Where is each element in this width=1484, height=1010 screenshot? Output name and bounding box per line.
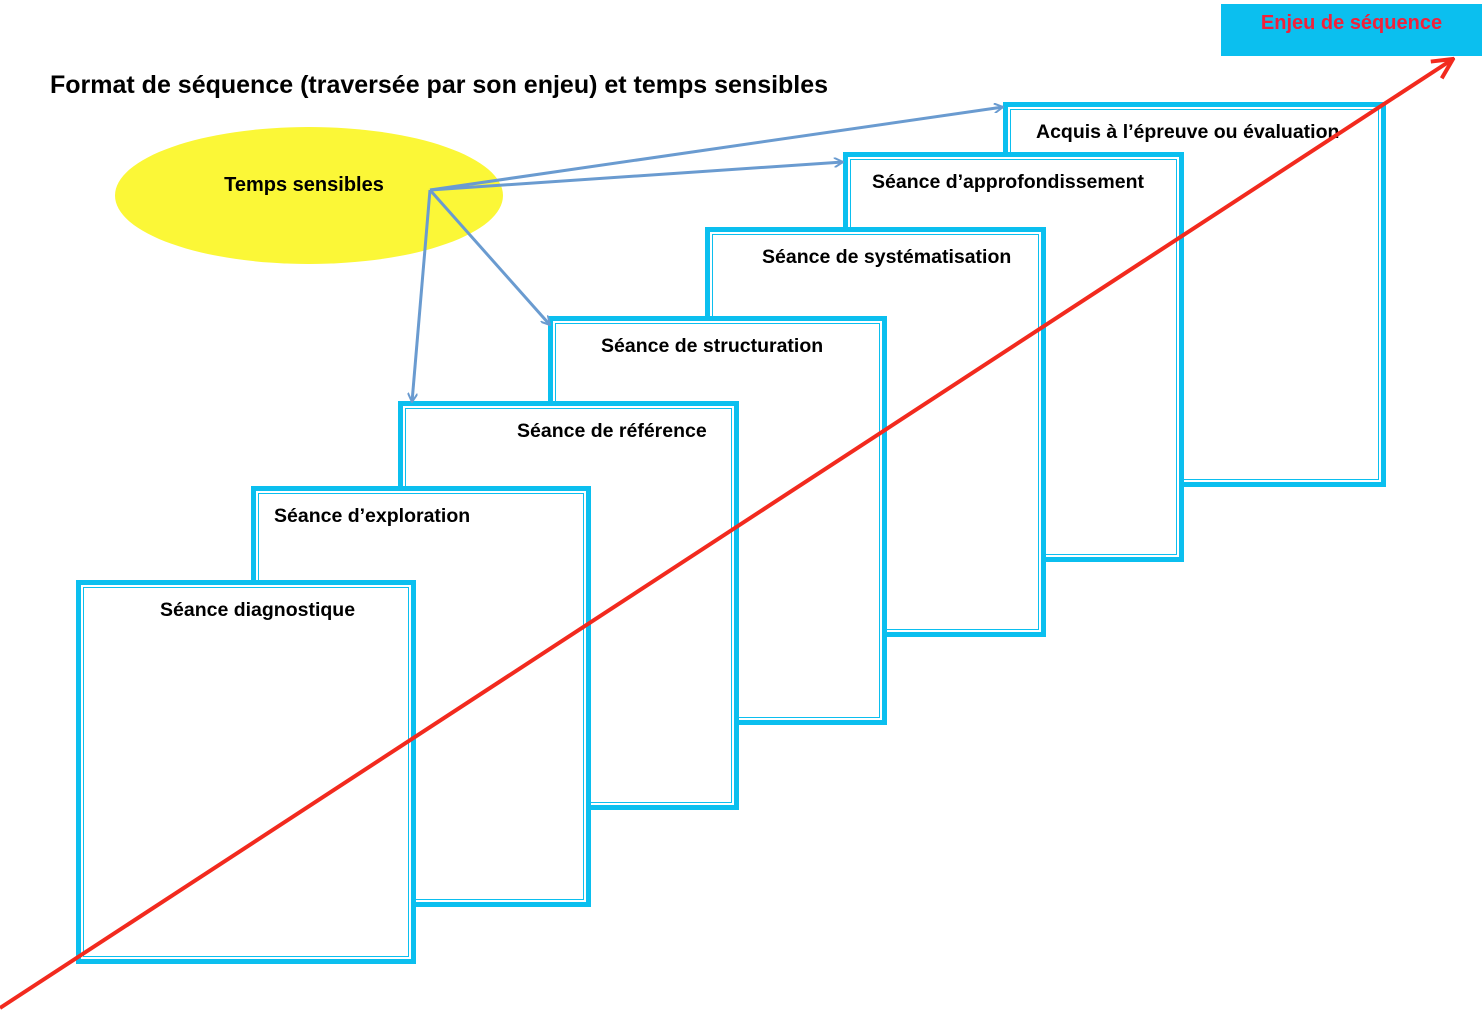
arrow-to-reference (412, 189, 432, 402)
box-label: Séance de systématisation (762, 246, 1012, 268)
box-label: Séance de référence (517, 420, 707, 442)
diagram-title: Format de séquence (traversée par son en… (50, 71, 829, 99)
box-label: Séance d’approfondissement (872, 171, 1144, 193)
arrow-to-approfondissement (429, 162, 843, 192)
arrow-to-structuration (428, 189, 550, 325)
box-label: Acquis à l’épreuve ou évaluation (1036, 121, 1340, 143)
enjeu-red-arrow (0, 59, 1453, 1010)
enjeu-box: Enjeu de séquence (1221, 4, 1482, 56)
ellipse-label: Temps sensibles (224, 174, 384, 196)
box-label: Séance de structuration (601, 335, 824, 357)
box-label: Séance d’exploration (274, 505, 471, 527)
enjeu-label: Enjeu de séquence (1260, 12, 1443, 34)
arrow-to-acquis (429, 107, 1003, 192)
temps-sensibles-ellipse: Temps sensibles (115, 127, 503, 264)
box-label: Séance diagnostique (160, 599, 356, 621)
